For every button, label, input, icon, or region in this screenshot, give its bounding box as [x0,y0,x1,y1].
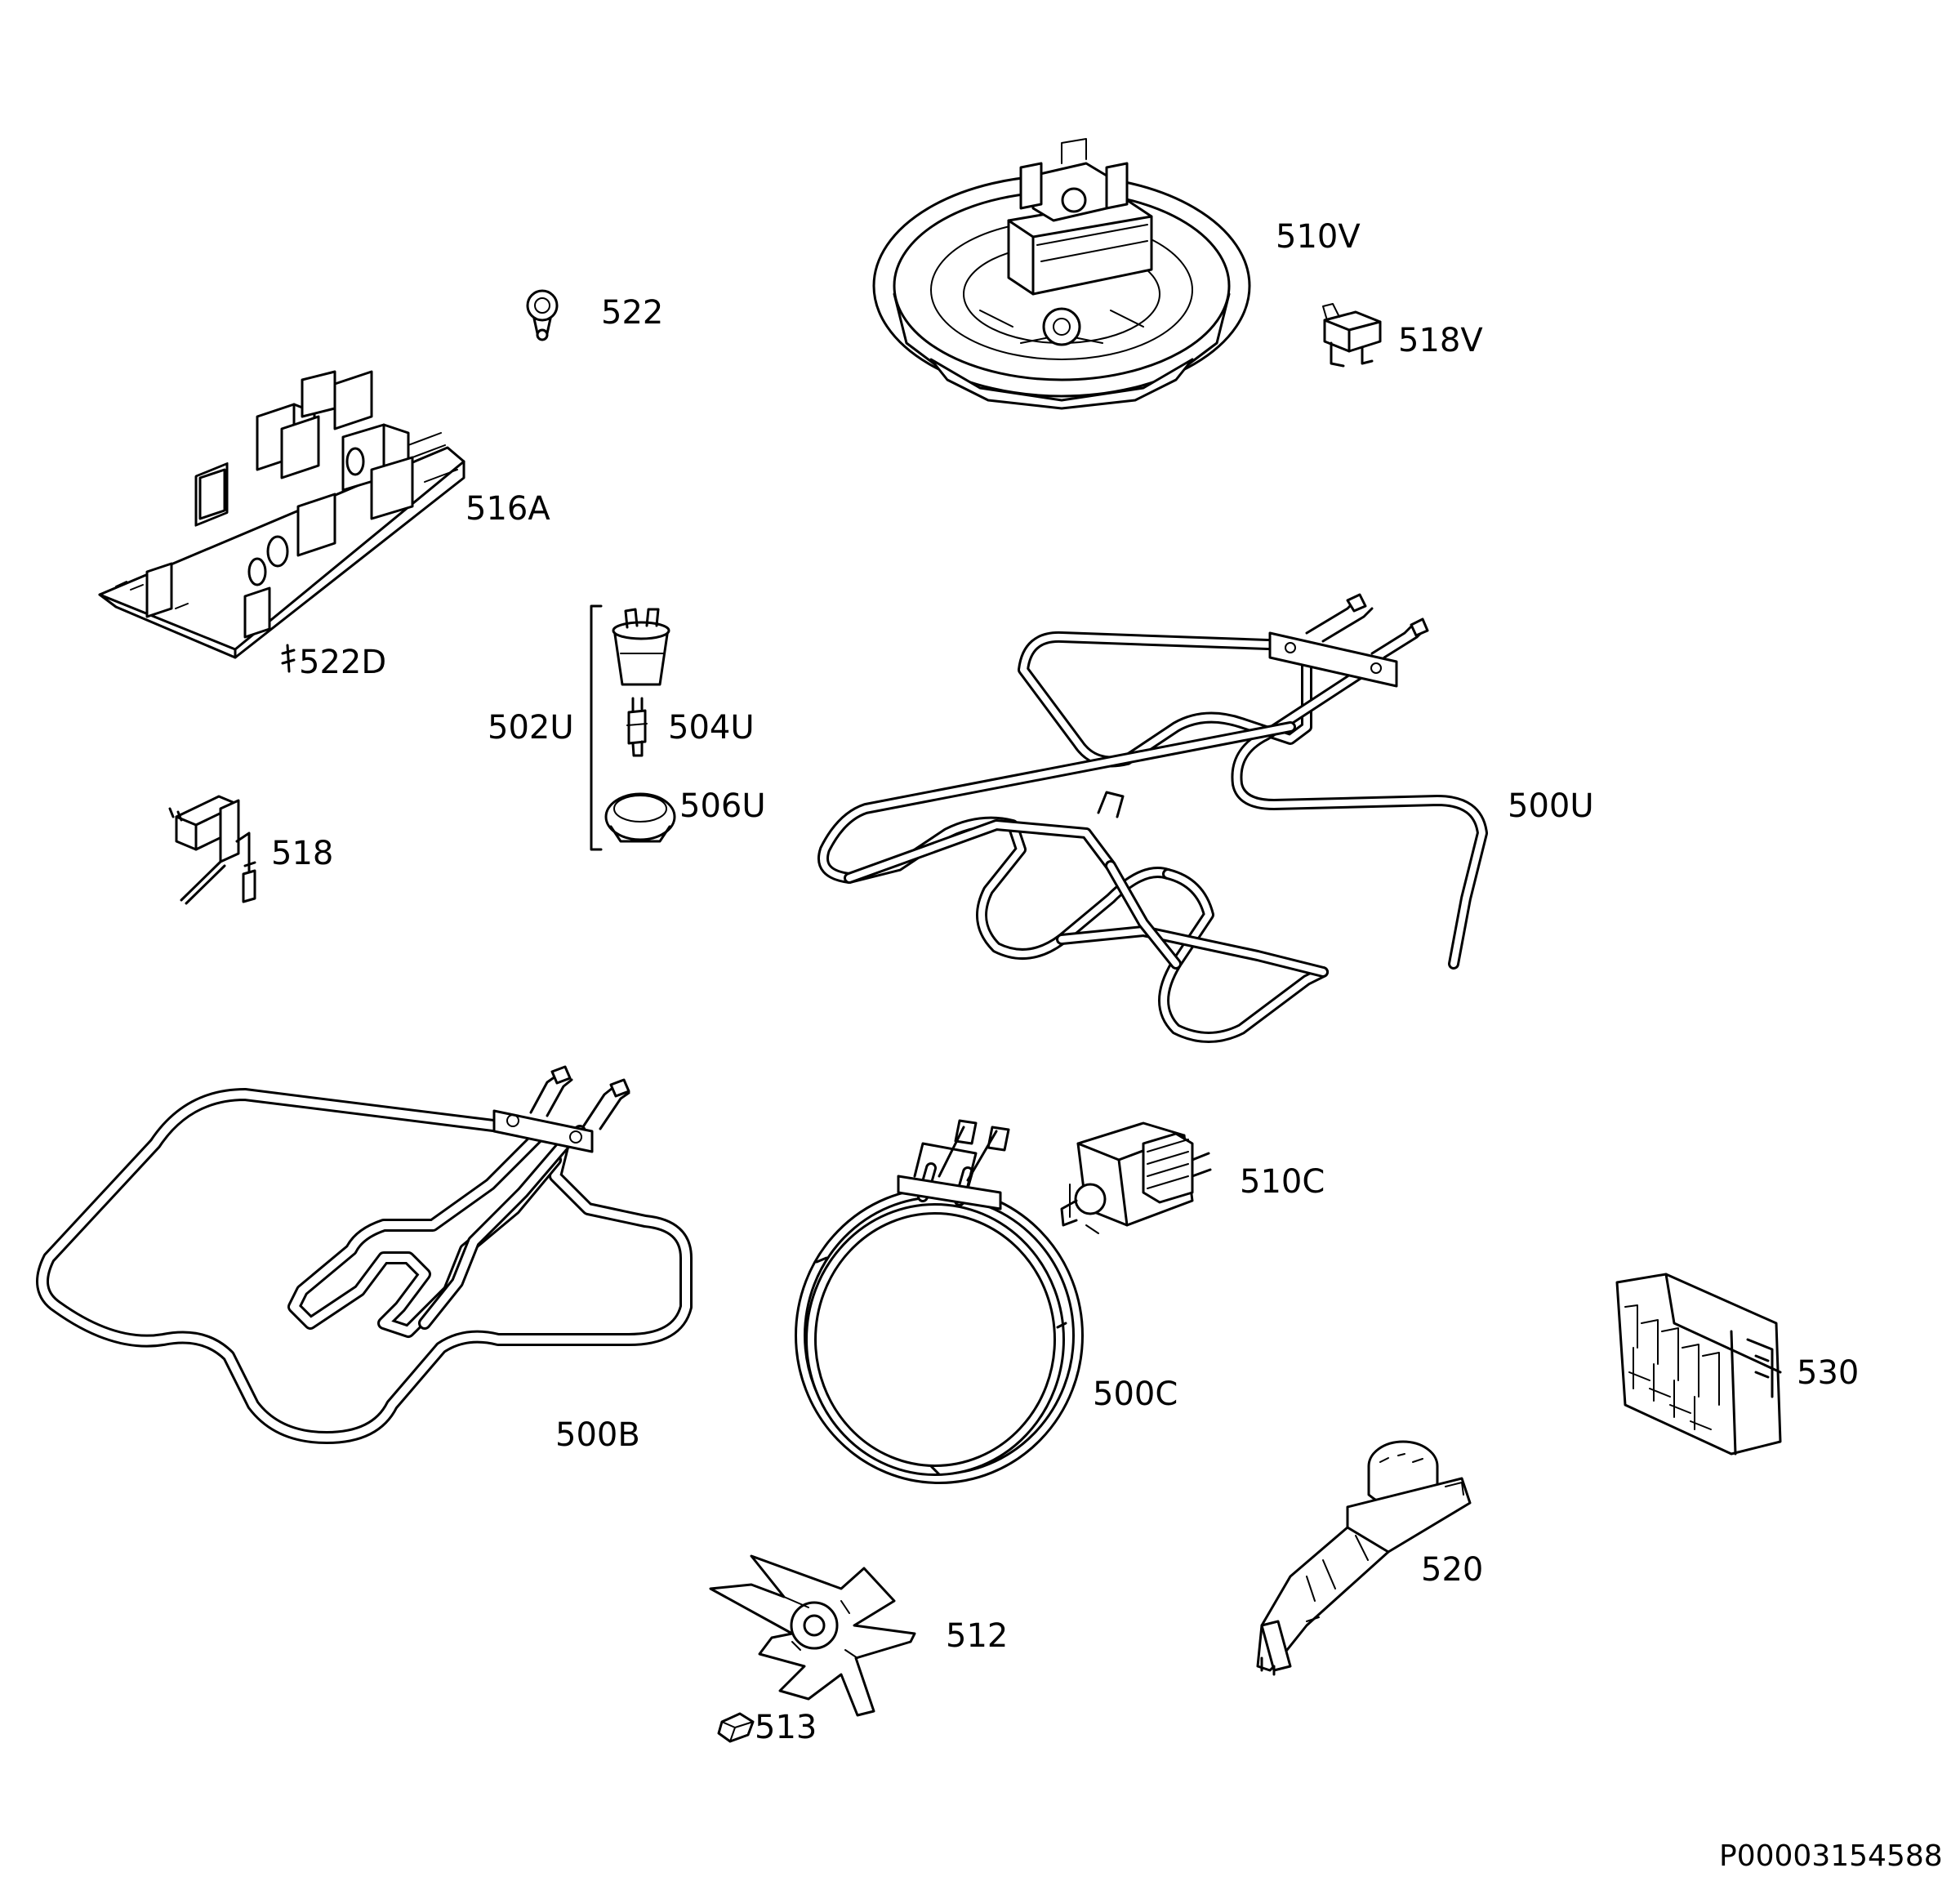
part-506u-lamp-cover[interactable] [604,792,676,843]
part-label-518: 518 [271,835,333,872]
part-label-522: 522 [601,294,663,332]
part-label-530: 530 [1797,1354,1859,1392]
part-516a-control-board[interactable] [98,370,466,659]
part-518v-thermostat[interactable] [1322,303,1382,368]
part-504u-lamp-bulb[interactable] [626,697,648,757]
part-500u-upper-heating-element[interactable] [817,593,1488,1043]
part-502u-group-bracket [590,604,603,851]
part-522d-connector[interactable] [281,644,296,673]
part-512-fan-blade[interactable] [709,1554,916,1717]
part-502u-lamp-holder[interactable] [612,608,670,686]
part-513-nut[interactable] [717,1712,755,1743]
part-label-500c: 500C [1093,1375,1178,1413]
part-500b-bottom-heating-element[interactable] [36,1065,693,1444]
part-530-terminal-block[interactable] [1615,1273,1782,1456]
part-510c-cooling-fan-motor[interactable] [1060,1121,1212,1234]
part-520-programmer-switch[interactable] [1256,1440,1472,1676]
part-510v-fan-motor-housing[interactable] [872,138,1251,410]
part-522-clip[interactable] [526,289,559,341]
part-label-506u: 506U [679,787,766,825]
part-label-502u: 502U [488,709,574,747]
part-label-518v: 518V [1398,322,1483,359]
part-label-512: 512 [946,1617,1008,1655]
part-label-520: 520 [1421,1551,1483,1589]
part-label-516a: 516A [466,490,550,528]
part-500c-ring-heating-element[interactable] [795,1119,1084,1484]
part-label-504u: 504U [668,709,755,747]
part-label-500u: 500U [1508,787,1594,825]
part-518-safety-thermostat[interactable] [168,795,256,905]
document-id: P00003154588 [1719,1839,1943,1873]
part-label-522d: 522D [299,644,386,681]
part-label-500b: 500B [555,1416,640,1454]
part-label-510v: 510V [1276,218,1361,256]
part-label-513: 513 [755,1709,817,1746]
part-label-510c: 510C [1240,1163,1325,1201]
